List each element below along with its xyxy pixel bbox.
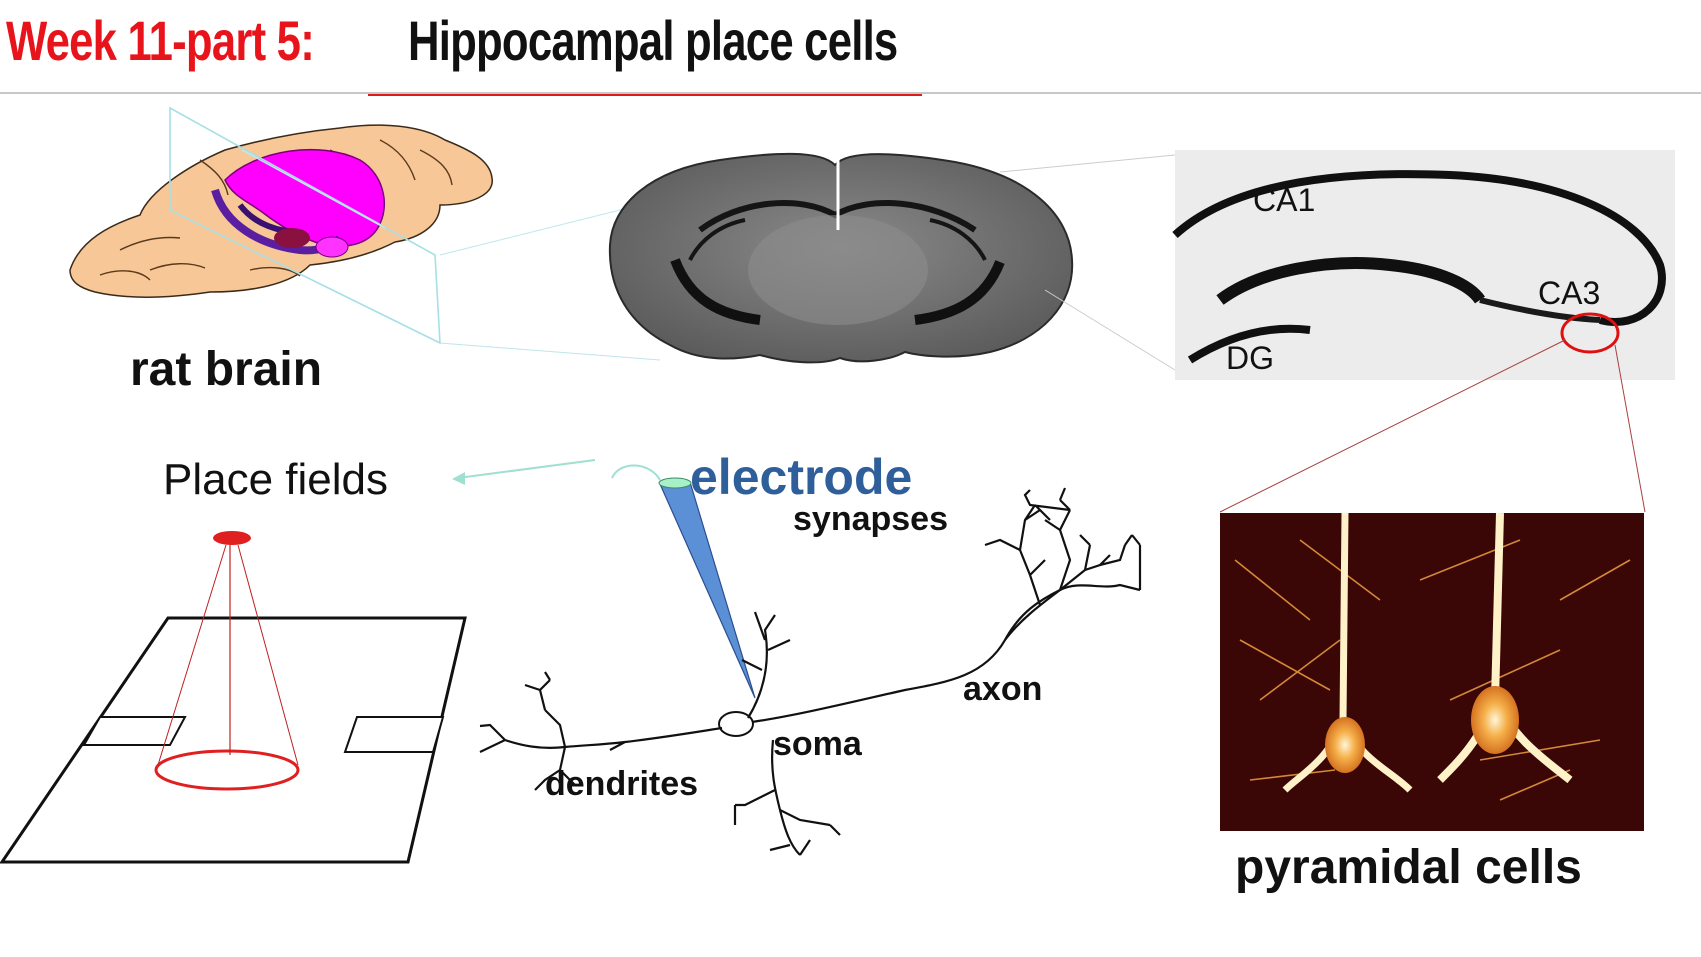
ca3-label: CA3 [1538, 275, 1601, 311]
place-field-arena [0, 531, 467, 864]
slide-week-label: Week 11-part 5: [6, 9, 315, 72]
title-underline [368, 94, 922, 96]
synapses-label: synapses [793, 500, 948, 538]
header-divider [0, 92, 1701, 94]
place-field-ellipse [154, 749, 300, 791]
dg-label: DG [1226, 340, 1274, 376]
coronal-brain-slice [608, 152, 1074, 364]
neuron-drawing [479, 487, 1142, 856]
hippocampus-micrograph [1172, 150, 1675, 380]
electrode-label: electrode [690, 449, 913, 505]
slide-title: Hippocampal place cells [408, 9, 898, 72]
soma-label: soma [773, 725, 862, 763]
signal-arrow [452, 459, 661, 485]
pyramidal-cells-label: pyramidal cells [1235, 841, 1582, 894]
axon-label: axon [963, 670, 1043, 708]
ca1-label: CA1 [1253, 182, 1316, 218]
dendrites-label: dendrites [545, 765, 699, 803]
pyramidal-cells-image [1220, 512, 1644, 831]
electrode-probe [658, 477, 756, 699]
rat-brain-illustration [69, 106, 493, 345]
place-fields-label: Place fields [163, 455, 389, 504]
rat-brain-label: rat brain [130, 343, 323, 396]
place-field-marker [213, 531, 251, 545]
